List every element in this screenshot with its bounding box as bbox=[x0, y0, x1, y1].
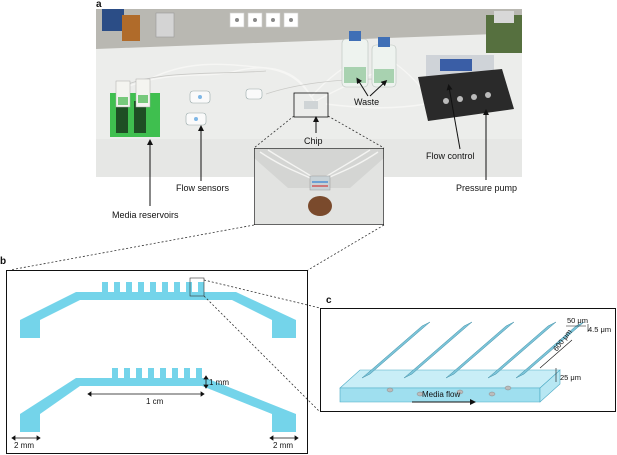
panel-a-letter: a bbox=[96, 0, 102, 10]
flow-control-label: Flow control bbox=[426, 151, 475, 161]
dim-length-label: 1 cm bbox=[146, 397, 164, 406]
media-reservoirs-label: Media reservoirs bbox=[112, 210, 179, 220]
dim-right-width-label: 2 mm bbox=[273, 441, 293, 450]
trap-3d-panel bbox=[320, 308, 616, 412]
media-flow-label: Media flow bbox=[422, 390, 461, 399]
setup-photo bbox=[96, 9, 522, 177]
chip-closeup-photo bbox=[254, 148, 384, 225]
panel-b-letter: b bbox=[0, 256, 7, 267]
dim-width-label: 50 μm bbox=[567, 316, 588, 325]
flow-sensors-label: Flow sensors bbox=[176, 183, 230, 193]
media-reservoirs-object bbox=[110, 78, 160, 137]
panel-c-letter: c bbox=[326, 295, 332, 306]
dim-left-width-label: 2 mm bbox=[14, 441, 34, 450]
waste-label: Waste bbox=[354, 97, 380, 107]
dim-depth-label: 4.5 μm bbox=[588, 325, 612, 334]
dim-height-label: 1 mm bbox=[209, 378, 229, 387]
dim-height-c-label: 25 μm bbox=[560, 373, 581, 382]
chip-design-panel bbox=[6, 270, 308, 454]
pressure-pump-label: Pressure pump bbox=[456, 183, 518, 193]
chip-label: Chip bbox=[304, 136, 323, 146]
